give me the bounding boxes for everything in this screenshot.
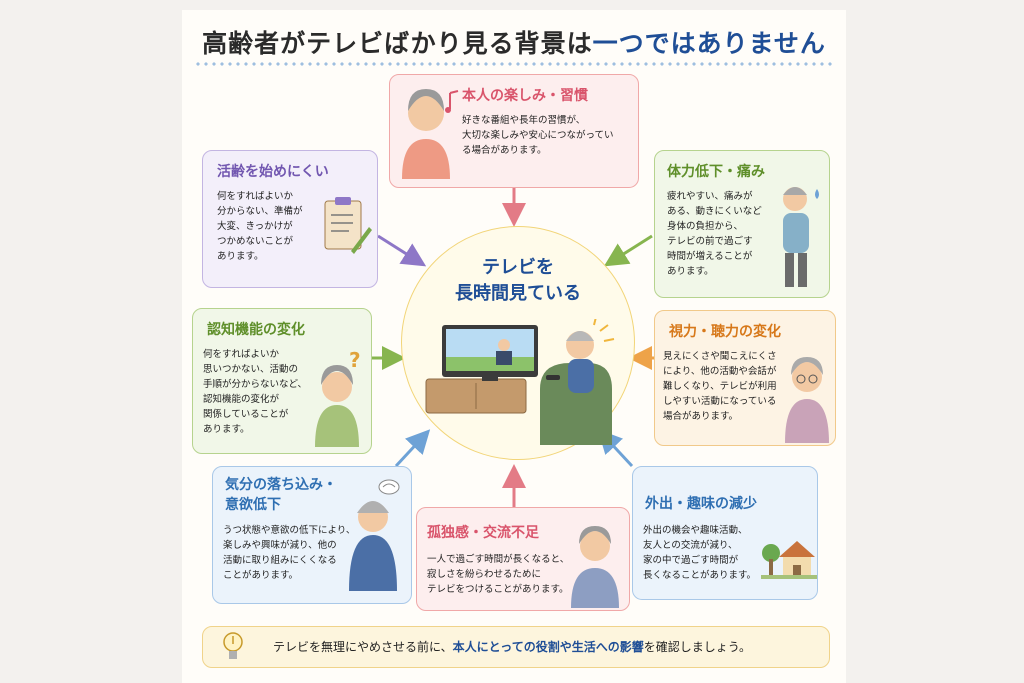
title-part2: 一つではありません <box>592 29 826 58</box>
worry-cloud-icon <box>378 479 400 495</box>
card-outing-body: 外出の機会や趣味活動、 友人との交流が減り、 家の中で過ごす時間が 長くなること… <box>643 525 757 581</box>
card-outing-title: 外出・趣味の減少 <box>645 496 757 512</box>
confused-woman-illustration: ? <box>315 348 361 447</box>
dotted-divider <box>194 62 834 66</box>
page-title: 高齢者がテレビばかり見る背景は一つではありません <box>182 24 846 60</box>
card-stamina-body: 疲れやすい、痛みが ある、動きにくいなど 身体の負担から、 テレビの前で過ごす … <box>667 191 762 277</box>
infographic: 高齢者がテレビばかり見る背景は一つではありません テレビを 長時間見ている <box>182 10 846 683</box>
card-outing: 外出・趣味の減少 外出の機会や趣味活動、 友人との交流が減り、 家の中で過ごす時… <box>632 466 818 600</box>
title-part1: 高齢者がテレビばかり見る背景は <box>202 29 593 58</box>
card-mood: 気分の落ち込み・ 意欲低下 うつ状態や意欲の低下により、 楽しみや興味が減り、他… <box>212 466 412 604</box>
arrows <box>368 188 654 507</box>
card-senses-body: 見えにくさや聞こえにくさ により、他の活動や会話が 難しくなり、テレビが利用 し… <box>663 351 777 422</box>
house-scene <box>761 541 817 579</box>
question-mark-icon: ? <box>349 348 361 372</box>
center-circle: テレビを 長時間見ている <box>401 226 635 460</box>
tv-scene-illustration <box>425 319 615 445</box>
card-stamina-title: 体力低下・痛み <box>667 164 765 180</box>
card-senses-title: 視力・聴力の変化 <box>669 324 781 340</box>
card-hobby: 活齢を始めにくい 何をすればよいか 分からない、準備が 大変、きっかけが つかめ… <box>202 150 378 288</box>
arrow-mood <box>394 429 431 468</box>
card-enjoy-title: 本人の楽しみ・習慣 <box>462 88 588 104</box>
card-hobby-title: 活齢を始めにくい <box>217 164 329 180</box>
card-lonely-body: 一人で過ごす時間が長くなると、 寂しさを紛らわせるために テレビをつけることがあ… <box>427 554 570 595</box>
lightbulb-icon <box>223 632 243 659</box>
card-mood-title: 気分の落ち込み・ 意欲低下 <box>225 477 337 513</box>
card-mood-body: うつ状態や意欲の低下により、 楽しみや興味が減り、他の 活動に取り組みにくくなる… <box>223 525 356 581</box>
card-senses: 視力・聴力の変化 見えにくさや聞こえにくさ により、他の活動や会話が 難しくなり… <box>654 310 836 446</box>
card-hobby-body: 何をすればよいか 分からない、準備が 大変、きっかけが つかめないことが ありま… <box>217 191 303 262</box>
sad-man-illustration <box>349 479 400 591</box>
arrow-stamina <box>603 234 653 267</box>
svg-text:?: ? <box>349 348 361 372</box>
clipboard-icon <box>324 197 372 254</box>
tv-icon <box>442 325 538 381</box>
card-cognition-title: 認知機能の変化 <box>207 322 305 338</box>
tip-text: テレビを無理にやめさせる前に、本人にとっての役割や生活への影響を確認しましょう。 <box>273 640 751 654</box>
card-cognition: 認知機能の変化 何をすればよいか 思いつかない、活動の 手順が分からないなど、 … <box>192 308 372 454</box>
card-enjoy-body: 好きな番組や長年の習慣が、 大切な楽しみや安心につながってい る場合があります。 <box>462 115 614 156</box>
tip-banner: テレビを無理にやめさせる前に、本人にとっての役割や生活への影響を確認しましょう。 <box>202 626 830 668</box>
tree-icon <box>762 544 780 575</box>
smiling-woman-illustration <box>402 89 459 179</box>
lonely-woman-illustration <box>571 526 619 608</box>
card-lonely: 孤独感・交流不足 一人で過ごす時間が長くなると、 寂しさを紛らわせるために テレ… <box>416 507 630 611</box>
arrow-hobby <box>377 234 427 267</box>
tired-man-illustration <box>783 187 819 287</box>
glasses-woman-illustration <box>785 357 829 443</box>
card-lonely-title: 孤独感・交流不足 <box>427 525 539 541</box>
center-line1: テレビを <box>482 257 554 278</box>
sweat-icon <box>815 189 819 199</box>
music-note-icon <box>445 90 459 113</box>
house-icon <box>779 541 815 577</box>
card-stamina: 体力低下・痛み 疲れやすい、痛みが ある、動きにくいなど 身体の負担から、 テレ… <box>654 150 830 298</box>
center-line2: 長時間見ている <box>455 283 581 304</box>
card-cognition-body: 何をすればよいか 思いつかない、活動の 手順が分からないなど、 認知機能の変化が… <box>203 349 308 435</box>
card-enjoy: 本人の楽しみ・習慣 好きな番組や長年の習慣が、 大切な楽しみや安心につながってい… <box>389 74 639 188</box>
